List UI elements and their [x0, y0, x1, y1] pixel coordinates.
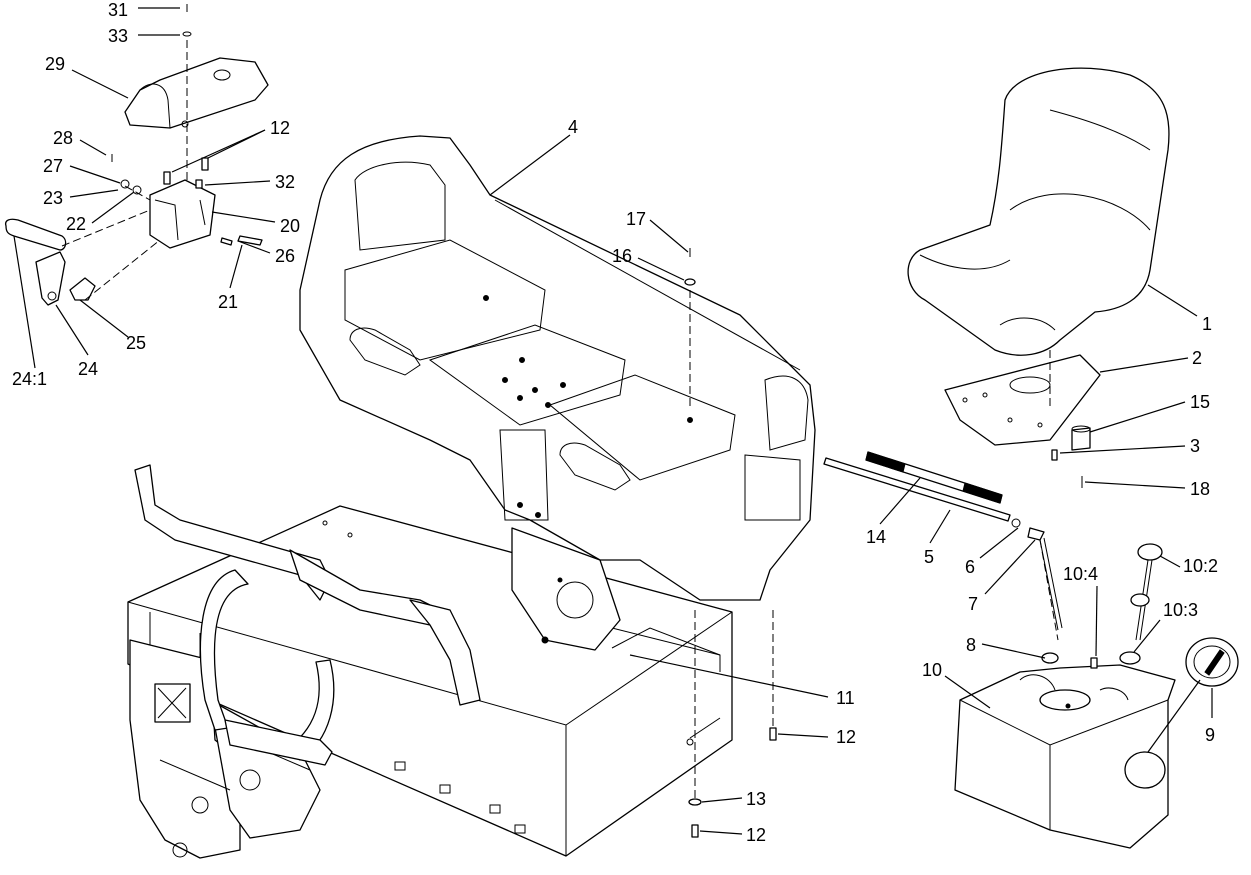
callout-27: 27: [43, 156, 63, 176]
body-mount-bolts: [684, 248, 777, 838]
callout-26: 26: [275, 246, 295, 266]
parking-brake-lever: [4, 218, 96, 306]
callout-28: 28: [53, 128, 73, 148]
callout-29: 29: [45, 54, 65, 74]
callout-10-4: 10:4: [1063, 564, 1098, 584]
callout-4: 4: [568, 117, 578, 137]
fuel-gauge-sender: [1041, 543, 1163, 669]
callout-32: 32: [275, 172, 295, 192]
callout-2: 2: [1192, 348, 1202, 368]
roll-bar-tubing: [134, 464, 481, 766]
handle-cover: [124, 57, 269, 129]
callout-16: 16: [612, 246, 632, 266]
handle-bracket: [149, 179, 216, 249]
callout-10-2: 10:2: [1183, 556, 1218, 576]
callout-13: 13: [746, 789, 766, 809]
callout-3: 3: [1190, 436, 1200, 456]
callout-24: 24: [78, 359, 98, 379]
callout-14: 14: [866, 527, 886, 547]
callout-9: 9: [1205, 725, 1215, 745]
callout-5: 5: [924, 547, 934, 567]
leader-lines: [13, 7, 1213, 835]
callout-8: 8: [966, 635, 976, 655]
seat: [907, 67, 1170, 356]
callout-12-top: 12: [270, 118, 290, 138]
seat-adjust-rods: [823, 451, 1063, 641]
callout-11: 11: [836, 688, 855, 708]
callout-21: 21: [218, 292, 238, 312]
fuel-tank: [954, 664, 1176, 849]
callout-12-mid: 12: [836, 727, 856, 747]
handle-bolts: [111, 4, 263, 246]
callout-18: 18: [1190, 479, 1210, 499]
callout-6: 6: [965, 557, 975, 577]
callout-22: 22: [66, 214, 86, 234]
seat-hardware: [1051, 425, 1091, 488]
seat-plate: [944, 350, 1101, 446]
callout-labels: 31 33 29 12 28 27 32 23 22 20 26 21 25 2…: [12, 0, 1218, 845]
callout-1: 1: [1202, 314, 1212, 334]
callout-20: 20: [280, 216, 300, 236]
fuel-cap: [1185, 637, 1239, 687]
callout-24-1: 24:1: [12, 369, 47, 389]
callout-31: 31: [108, 0, 128, 20]
callout-12-bottom: 12: [746, 825, 766, 845]
body-shell: [299, 135, 816, 601]
callout-25: 25: [126, 333, 146, 353]
callout-17: 17: [626, 209, 646, 229]
callout-10-3: 10:3: [1163, 600, 1198, 620]
callout-15: 15: [1190, 392, 1210, 412]
callout-33: 33: [108, 26, 128, 46]
callout-10: 10: [922, 660, 942, 680]
handle-hidden-lines: [61, 40, 188, 301]
callout-23: 23: [43, 188, 63, 208]
callout-7: 7: [968, 594, 978, 614]
